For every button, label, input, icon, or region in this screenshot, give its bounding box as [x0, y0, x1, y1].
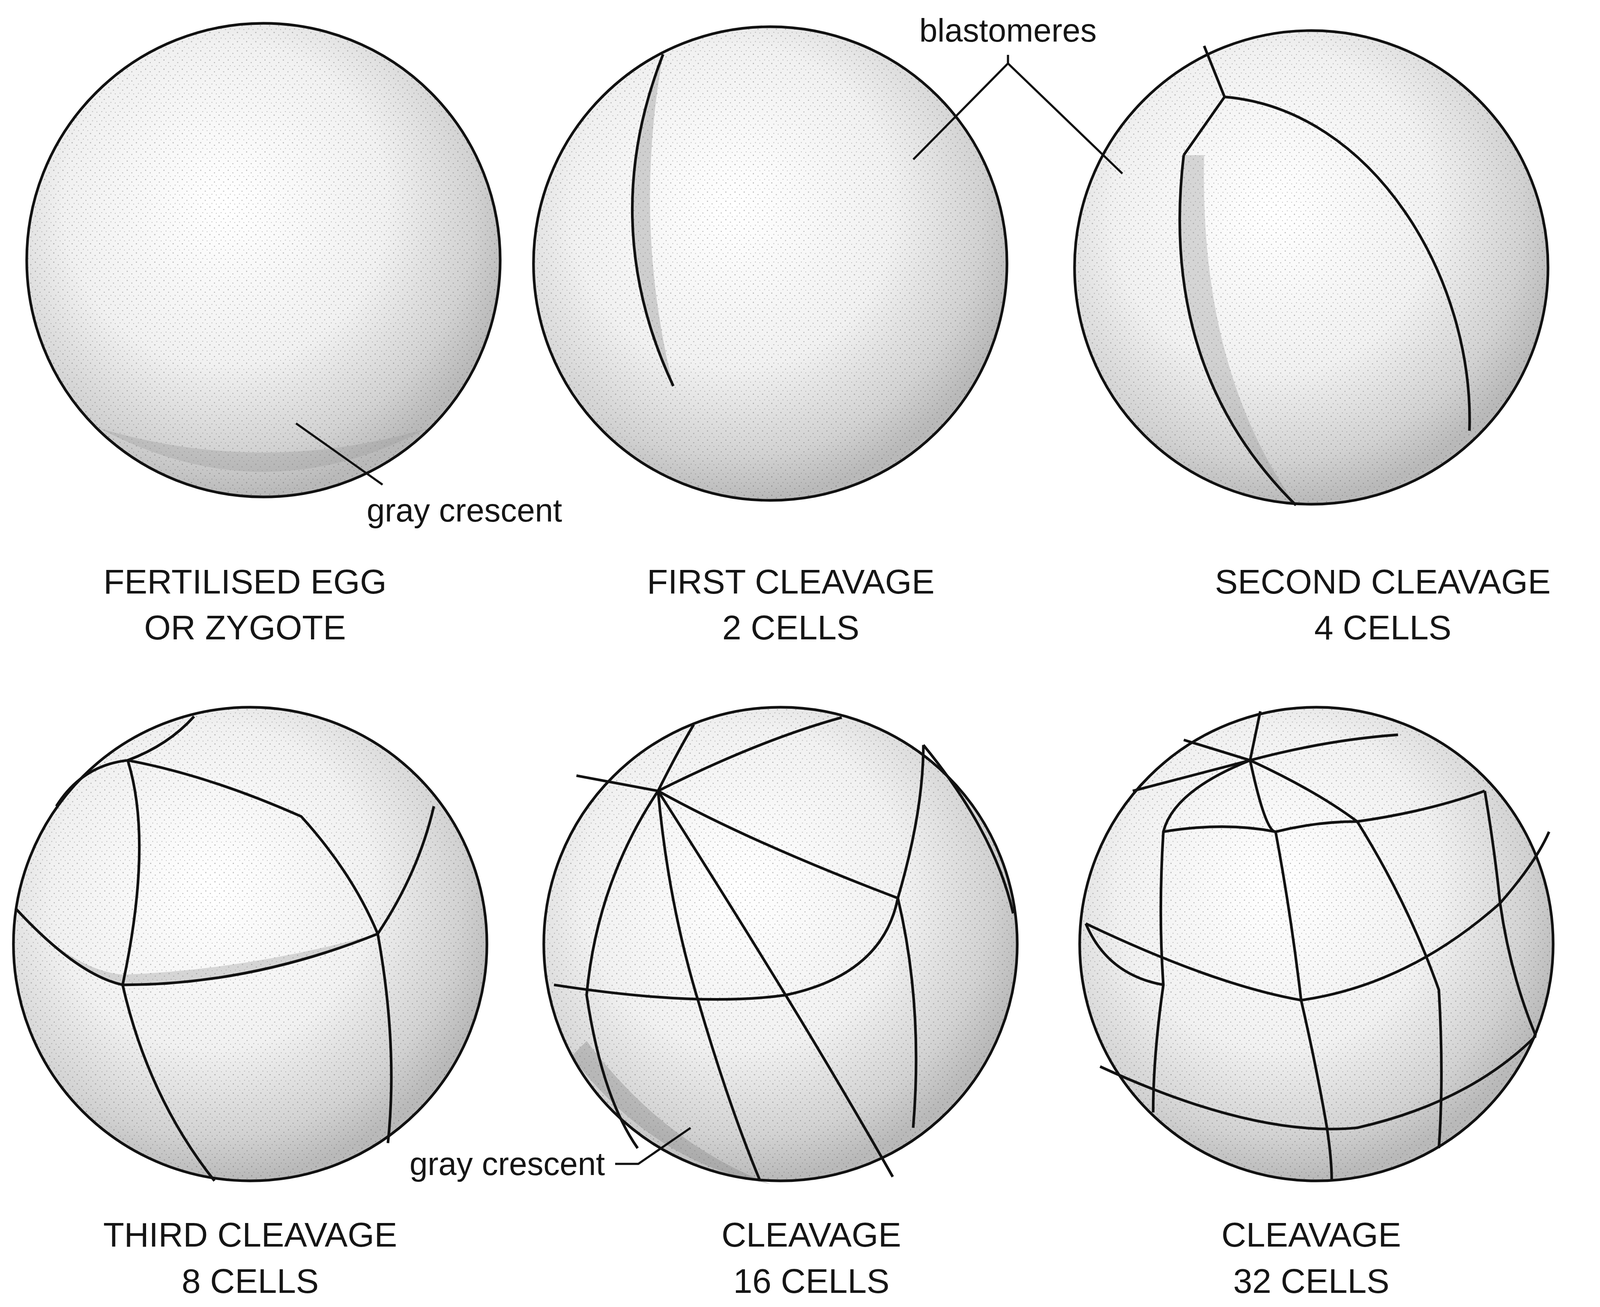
four-cell-sphere: [1074, 30, 1548, 506]
illustration-part: [913, 54, 1008, 160]
illustration-part: [13, 706, 487, 1181]
illustration-part: [13, 706, 487, 1181]
illustration-part: [615, 1127, 691, 1164]
stage-caption: CLEAVAGE: [1221, 1215, 1401, 1254]
stage-caption: CLEAVAGE: [721, 1215, 901, 1254]
illustration-part: [26, 23, 500, 497]
illustration-part: [897, 897, 917, 1128]
illustration-part: [1500, 903, 1536, 1036]
illustration-part: [657, 790, 898, 898]
cleavage-furrow: [1085, 711, 1550, 1181]
illustration-part: [1085, 831, 1550, 1000]
illustration-part: [26, 23, 500, 497]
illustration-part: [1250, 734, 1398, 761]
cleavage-furrow: [1179, 45, 1470, 506]
illustration-part: [127, 716, 195, 760]
illustration-part: [15, 908, 378, 985]
illustration-part: [657, 790, 760, 1181]
callout-label: gray crescent: [366, 492, 563, 529]
stage-caption: FIRST CLEAVAGE: [646, 562, 935, 601]
cleavage-furrow: [553, 717, 1014, 1181]
leader-line: [296, 54, 1123, 1164]
illustration-part: [1163, 790, 1485, 832]
illustration-part: [576, 775, 659, 791]
sixteen-cell-sphere: [543, 706, 1017, 1184]
thirty-two-cell-sphere: [1079, 706, 1553, 1181]
illustration-part: [1224, 96, 1470, 431]
illustration-part: [1074, 30, 1548, 504]
stage-caption: 2 CELLS: [722, 608, 860, 647]
illustration-part: [1079, 706, 1553, 1181]
stage-caption: OR ZYGOTE: [143, 608, 346, 647]
stage-caption: FERTILISED EGG: [103, 562, 387, 601]
illustration-part: [632, 54, 674, 386]
illustration-part: [377, 933, 392, 1143]
stage-caption: SECOND CLEAVAGE: [1214, 562, 1551, 601]
eight-cell-sphere: [13, 706, 487, 1181]
illustration-part: [1079, 706, 1553, 1181]
illustration-part: [1085, 923, 1164, 985]
illustration-part: [543, 706, 1017, 1181]
illustration-part: [127, 759, 378, 934]
illustration-part: [15, 805, 434, 985]
zygote-sphere: [26, 23, 500, 497]
stage-caption: 8 CELLS: [181, 1262, 319, 1300]
callout-label: blastomeres: [919, 12, 1097, 49]
illustration-part: [122, 759, 140, 985]
illustration-part: [923, 744, 1014, 914]
illustration-part: [543, 706, 1017, 1181]
illustration-part: [543, 706, 1017, 1181]
illustration-part: [1484, 790, 1501, 904]
illustration-part: [1007, 63, 1123, 174]
illustration-part: [1179, 155, 1296, 506]
illustration-part: [533, 26, 1007, 500]
illustration-part: [1183, 45, 1225, 156]
illustration-part: [533, 26, 1007, 500]
cleavage-furrow: [15, 716, 434, 1181]
stage-caption: 16 CELLS: [733, 1262, 890, 1300]
stage-caption: 32 CELLS: [1233, 1262, 1390, 1300]
illustration-part: [533, 26, 1007, 500]
stage-caption: THIRD CLEAVAGE: [103, 1215, 398, 1254]
illustration-part: [13, 706, 487, 1181]
illustration-part: [1179, 155, 1296, 506]
two-cell-sphere: [533, 26, 1007, 500]
illustration-part: [553, 744, 924, 1000]
illustration-part: [1250, 711, 1261, 760]
callout-label: gray crescent: [409, 1145, 605, 1182]
stage-caption: 4 CELLS: [1314, 608, 1452, 647]
illustration-part: [1153, 759, 1251, 1113]
illustration-part: [1250, 759, 1442, 1148]
illustration-part: [1074, 30, 1548, 504]
illustration-part: [296, 423, 383, 485]
illustration-part: [1079, 706, 1553, 1181]
illustration-part: [26, 23, 500, 497]
illustration-part: [1074, 30, 1548, 504]
cleavage-furrow: [632, 54, 674, 386]
gray-crescent: [100, 428, 427, 472]
